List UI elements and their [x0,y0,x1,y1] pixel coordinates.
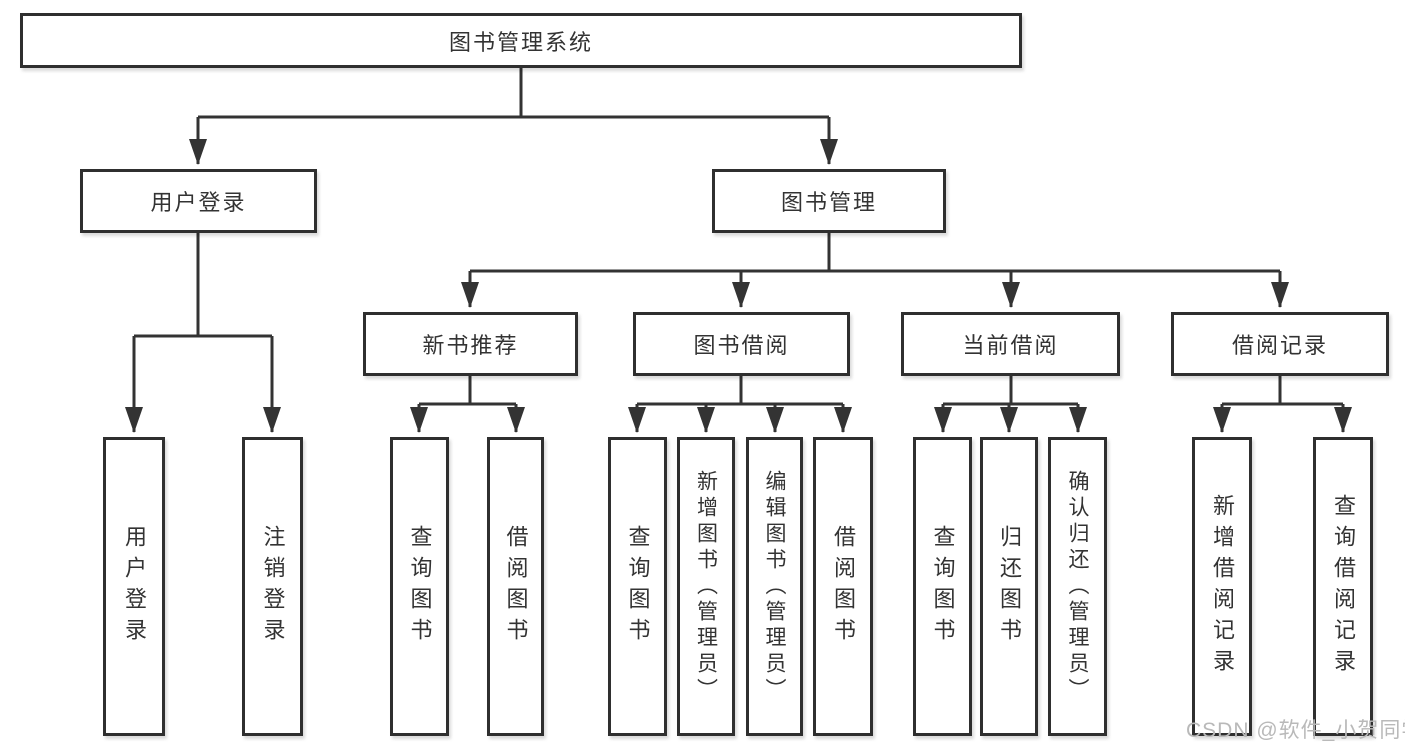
elbow-currentborrow-branch [943,376,1078,406]
leaf-user-login-label: 用户登录 [122,524,147,649]
node-borrow-records: 借阅记录 [1171,312,1389,376]
leaf-nbr-borrow-books: 借阅图书 [487,437,544,736]
leaf-bb-query-books-label: 查询图书 [625,524,651,649]
leaf-cb-return-books-label: 归还图书 [997,524,1022,649]
node-current-borrow-label: 当前借阅 [962,333,1059,358]
leaf-br-add-borrow-record-label: 新增借阅记录 [1210,493,1235,680]
leaf-bb-edit-book-admin-label: 编辑图书（管理员） [763,469,786,704]
elbow-root-to-level2 [198,68,829,119]
leaf-cb-query-books-label: 查询图书 [930,524,956,649]
node-book-management-label: 图书管理 [780,190,877,215]
leaf-br-query-borrow-record: 查询借阅记录 [1313,437,1373,736]
elbow-newbook-branch [419,376,516,406]
node-borrow-records-label: 借阅记录 [1231,333,1328,358]
leaf-logout: 注销登录 [242,437,303,736]
root-node: 图书管理系统 [20,13,1022,68]
leaf-br-add-borrow-record: 新增借阅记录 [1192,437,1252,736]
leaf-bb-borrow-books-label: 借阅图书 [831,524,856,649]
leaf-user-login: 用户登录 [103,437,165,736]
csdn-watermark: CSDN @软件_小贺同学 [1186,719,1405,742]
node-book-borrow: 图书借阅 [633,312,850,376]
leaf-bb-add-book-admin: 新增图书（管理员） [677,437,735,736]
leaf-bb-borrow-books: 借阅图书 [813,437,873,736]
leaf-bb-add-book-admin-label: 新增图书（管理员） [694,469,718,704]
leaf-nbr-query-books: 查询图书 [390,437,449,736]
leaf-nbr-borrow-books-label: 借阅图书 [503,524,529,649]
leaf-logout-label: 注销登录 [260,524,286,649]
node-book-borrow-label: 图书借阅 [693,333,790,358]
elbow-bookborrow-branch [637,376,843,406]
node-user-login-label: 用户登录 [150,190,247,215]
root-node-label: 图书管理系统 [448,29,593,55]
node-user-login: 用户登录 [80,169,317,233]
leaf-cb-confirm-return-admin: 确认归还（管理员） [1048,437,1107,736]
elbow-bookmgmt-to-level3 [470,233,1280,273]
leaf-cb-return-books: 归还图书 [980,437,1038,736]
leaf-br-query-borrow-record-label: 查询借阅记录 [1331,493,1356,680]
leaf-cb-query-books: 查询图书 [913,437,972,736]
leaf-bb-edit-book-admin: 编辑图书（管理员） [746,437,803,736]
leaf-nbr-query-books-label: 查询图书 [407,524,433,649]
leaf-bb-query-books: 查询图书 [608,437,667,736]
leaf-cb-confirm-return-admin-label: 确认归还（管理员） [1066,469,1089,704]
node-new-book-recommend-label: 新书推荐 [422,333,519,358]
node-new-book-recommend: 新书推荐 [363,312,578,376]
elbow-borrowrecords-branch [1222,376,1343,406]
node-current-borrow: 当前借阅 [901,312,1120,376]
elbow-userlogin-branch [134,233,272,338]
node-book-management: 图书管理 [712,169,946,233]
